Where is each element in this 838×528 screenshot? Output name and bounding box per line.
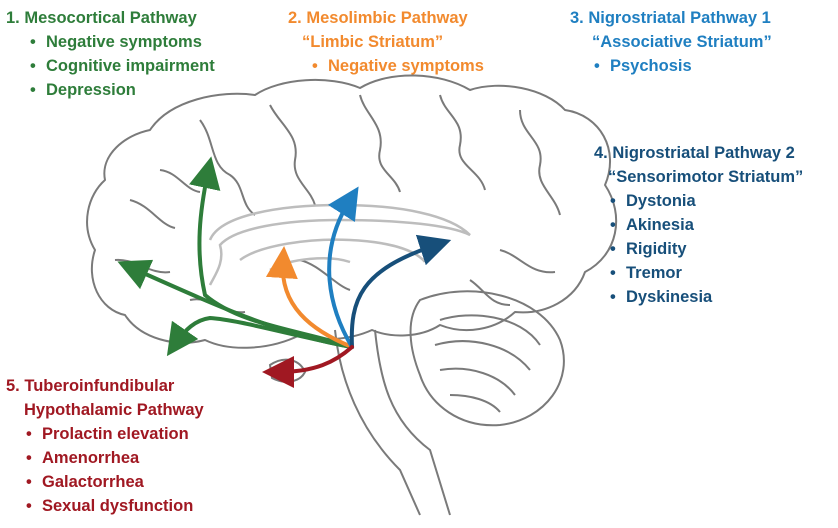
tuberoinfundibular-effects-list: Prolactin elevation Amenorrhea Galactorr…: [24, 422, 204, 518]
brain-outline: [87, 75, 616, 347]
mesolimbic-effects-list: Negative symptoms: [310, 54, 484, 78]
arrow-mesocortical-2: [132, 268, 352, 347]
mesolimbic-title: 2. Mesolimbic Pathway: [288, 6, 484, 30]
mesocortical-label-block: 1. Mesocortical Pathway Negative symptom…: [6, 6, 215, 102]
mesocortical-effects-list: Negative symptoms Cognitive impairment D…: [28, 30, 215, 102]
list-item: Cognitive impairment: [28, 54, 215, 78]
list-item: Tremor: [608, 261, 803, 285]
list-item: Galactorrhea: [24, 470, 204, 494]
mesolimbic-subtitle: “Limbic Striatum”: [302, 30, 484, 54]
list-item: Dystonia: [608, 189, 803, 213]
list-item: Prolactin elevation: [24, 422, 204, 446]
nigrostriatal-2-label-block: 4. Nigrostriatal Pathway 2 “Sensorimotor…: [594, 141, 803, 309]
nigrostriatal-1-effects-list: Psychosis: [592, 54, 772, 78]
list-item: Amenorrhea: [24, 446, 204, 470]
nigrostriatal-2-effects-list: Dystonia Akinesia Rigidity Tremor Dyskin…: [608, 189, 803, 309]
list-item: Psychosis: [592, 54, 772, 78]
list-item: Sexual dysfunction: [24, 494, 204, 518]
tuberoinfundibular-subtitle: Hypothalamic Pathway: [24, 398, 204, 422]
mesocortical-title: 1. Mesocortical Pathway: [6, 6, 215, 30]
list-item: Depression: [28, 78, 215, 102]
nigrostriatal-1-title: 3. Nigrostriatal Pathway 1: [570, 6, 772, 30]
list-item: Akinesia: [608, 213, 803, 237]
list-item: Negative symptoms: [310, 54, 484, 78]
list-item: Rigidity: [608, 237, 803, 261]
nigrostriatal-1-subtitle: “Associative Striatum”: [592, 30, 772, 54]
tuberoinfundibular-label-block: 5. Tuberoinfundibular Hypothalamic Pathw…: [6, 374, 204, 518]
nigrostriatal-2-title: 4. Nigrostriatal Pathway 2: [594, 141, 803, 165]
mesolimbic-label-block: 2. Mesolimbic Pathway “Limbic Striatum” …: [288, 6, 484, 78]
nigrostriatal-1-label-block: 3. Nigrostriatal Pathway 1 “Associative …: [570, 6, 772, 78]
list-item: Dyskinesia: [608, 285, 803, 309]
list-item: Negative symptoms: [28, 30, 215, 54]
nigrostriatal-2-subtitle: “Sensorimotor Striatum”: [608, 165, 803, 189]
arrow-nigro1: [329, 200, 352, 347]
tuberoinfundibular-title: 5. Tuberoinfundibular: [6, 374, 204, 398]
